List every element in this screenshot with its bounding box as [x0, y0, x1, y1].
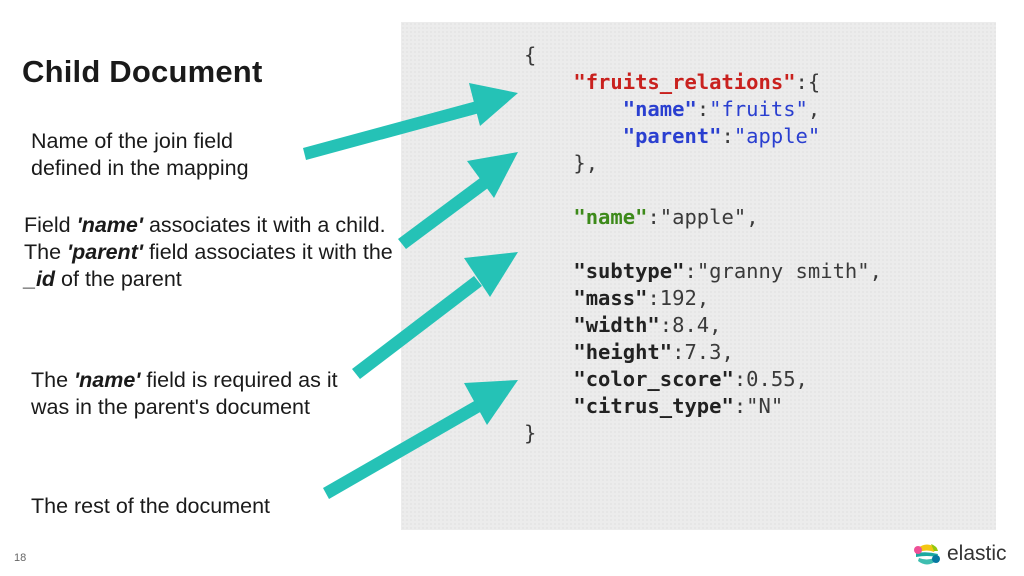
code-value: 0.55: [746, 367, 796, 391]
code-key-name: "name": [573, 205, 648, 229]
note-text: associates it with a child.: [142, 213, 386, 237]
note-emphasis: 'parent': [67, 240, 143, 264]
note-emphasis: 'name': [76, 213, 143, 237]
code-value: "N": [746, 394, 784, 418]
note-join-field-line2: defined in the mapping: [31, 156, 249, 180]
note-name-field: Field 'name' associates it with a child.…: [24, 212, 404, 293]
code-value: "apple": [733, 124, 821, 148]
note-text: Field: [24, 213, 77, 237]
elastic-logo: elastic: [912, 538, 1007, 570]
slide-title: Child Document: [22, 54, 263, 89]
code-value: "fruits": [709, 97, 808, 121]
code-punct: :{: [795, 70, 821, 94]
note-rest: The rest of the document: [31, 494, 271, 518]
note-emphasis: 'name': [74, 368, 141, 392]
code-key-height: "height": [573, 340, 673, 364]
note-join-field-line1: Name of the join field: [31, 129, 233, 153]
code-key-citrus-type: "citrus_type": [573, 394, 734, 418]
code-key-subtype: "subtype": [573, 259, 685, 283]
code-value: 7.3: [684, 340, 722, 364]
note-text: The: [31, 368, 75, 392]
note-emphasis: _id: [24, 267, 56, 291]
elastic-logo-text: elastic: [947, 542, 1007, 565]
note-text: field is required as it was in the paren…: [31, 368, 338, 419]
code-key-mass: "mass": [573, 286, 648, 310]
note-join-field: Name of the join field defined in the ma…: [31, 128, 331, 182]
elastic-logo-icon: [913, 540, 941, 568]
code-key-parent: "parent": [622, 124, 722, 148]
page-number: 18: [14, 552, 27, 564]
code-punct: },: [573, 151, 599, 175]
code-key-color-score: "color_score": [573, 367, 734, 391]
code-open-brace: {: [524, 43, 537, 67]
code-key-fruits-relations: "fruits_relations": [573, 70, 796, 94]
code-value: 8.4: [672, 313, 710, 337]
code-value: 192: [659, 286, 697, 310]
note-text: The: [24, 240, 68, 264]
code-value: "apple": [659, 205, 747, 229]
code-key-name: "name": [622, 97, 697, 121]
code-value: "granny smith": [696, 259, 870, 283]
note-text: of the parent: [55, 267, 182, 291]
code-block: { "fruits_relations":{ "name":"fruits", …: [524, 43, 882, 445]
code-key-width: "width": [573, 313, 660, 337]
note-required: The 'name' field is required as it was i…: [31, 367, 361, 421]
note-text: field associates it with the: [142, 240, 393, 264]
code-close-brace: }: [524, 421, 537, 445]
